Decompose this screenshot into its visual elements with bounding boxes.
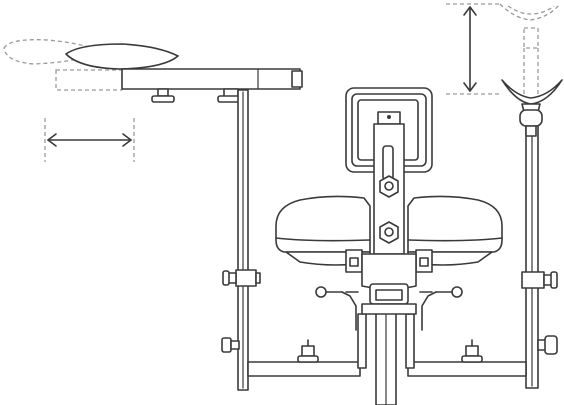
base-frame: [247, 311, 527, 405]
lower-left-knob: [297, 339, 319, 363]
right-side-knob: [537, 335, 558, 355]
right-lever: [419, 286, 463, 331]
left-side-knob: [221, 337, 240, 353]
lower-right-knob: [461, 339, 483, 363]
center-column: [373, 123, 405, 255]
right-post: [519, 109, 558, 389]
seat-mechanism: [345, 249, 433, 315]
chest-support-ghost: [499, 3, 561, 100]
left-armrest-pad: [65, 43, 179, 70]
left-post: [222, 89, 261, 391]
horizontal-adjustment-arrow: [44, 118, 135, 162]
left-lever: [315, 286, 359, 331]
left-armrest-bar: [121, 68, 303, 103]
chest-support-pad: [501, 79, 563, 113]
vertical-adjustment-arrow: [446, 3, 500, 95]
